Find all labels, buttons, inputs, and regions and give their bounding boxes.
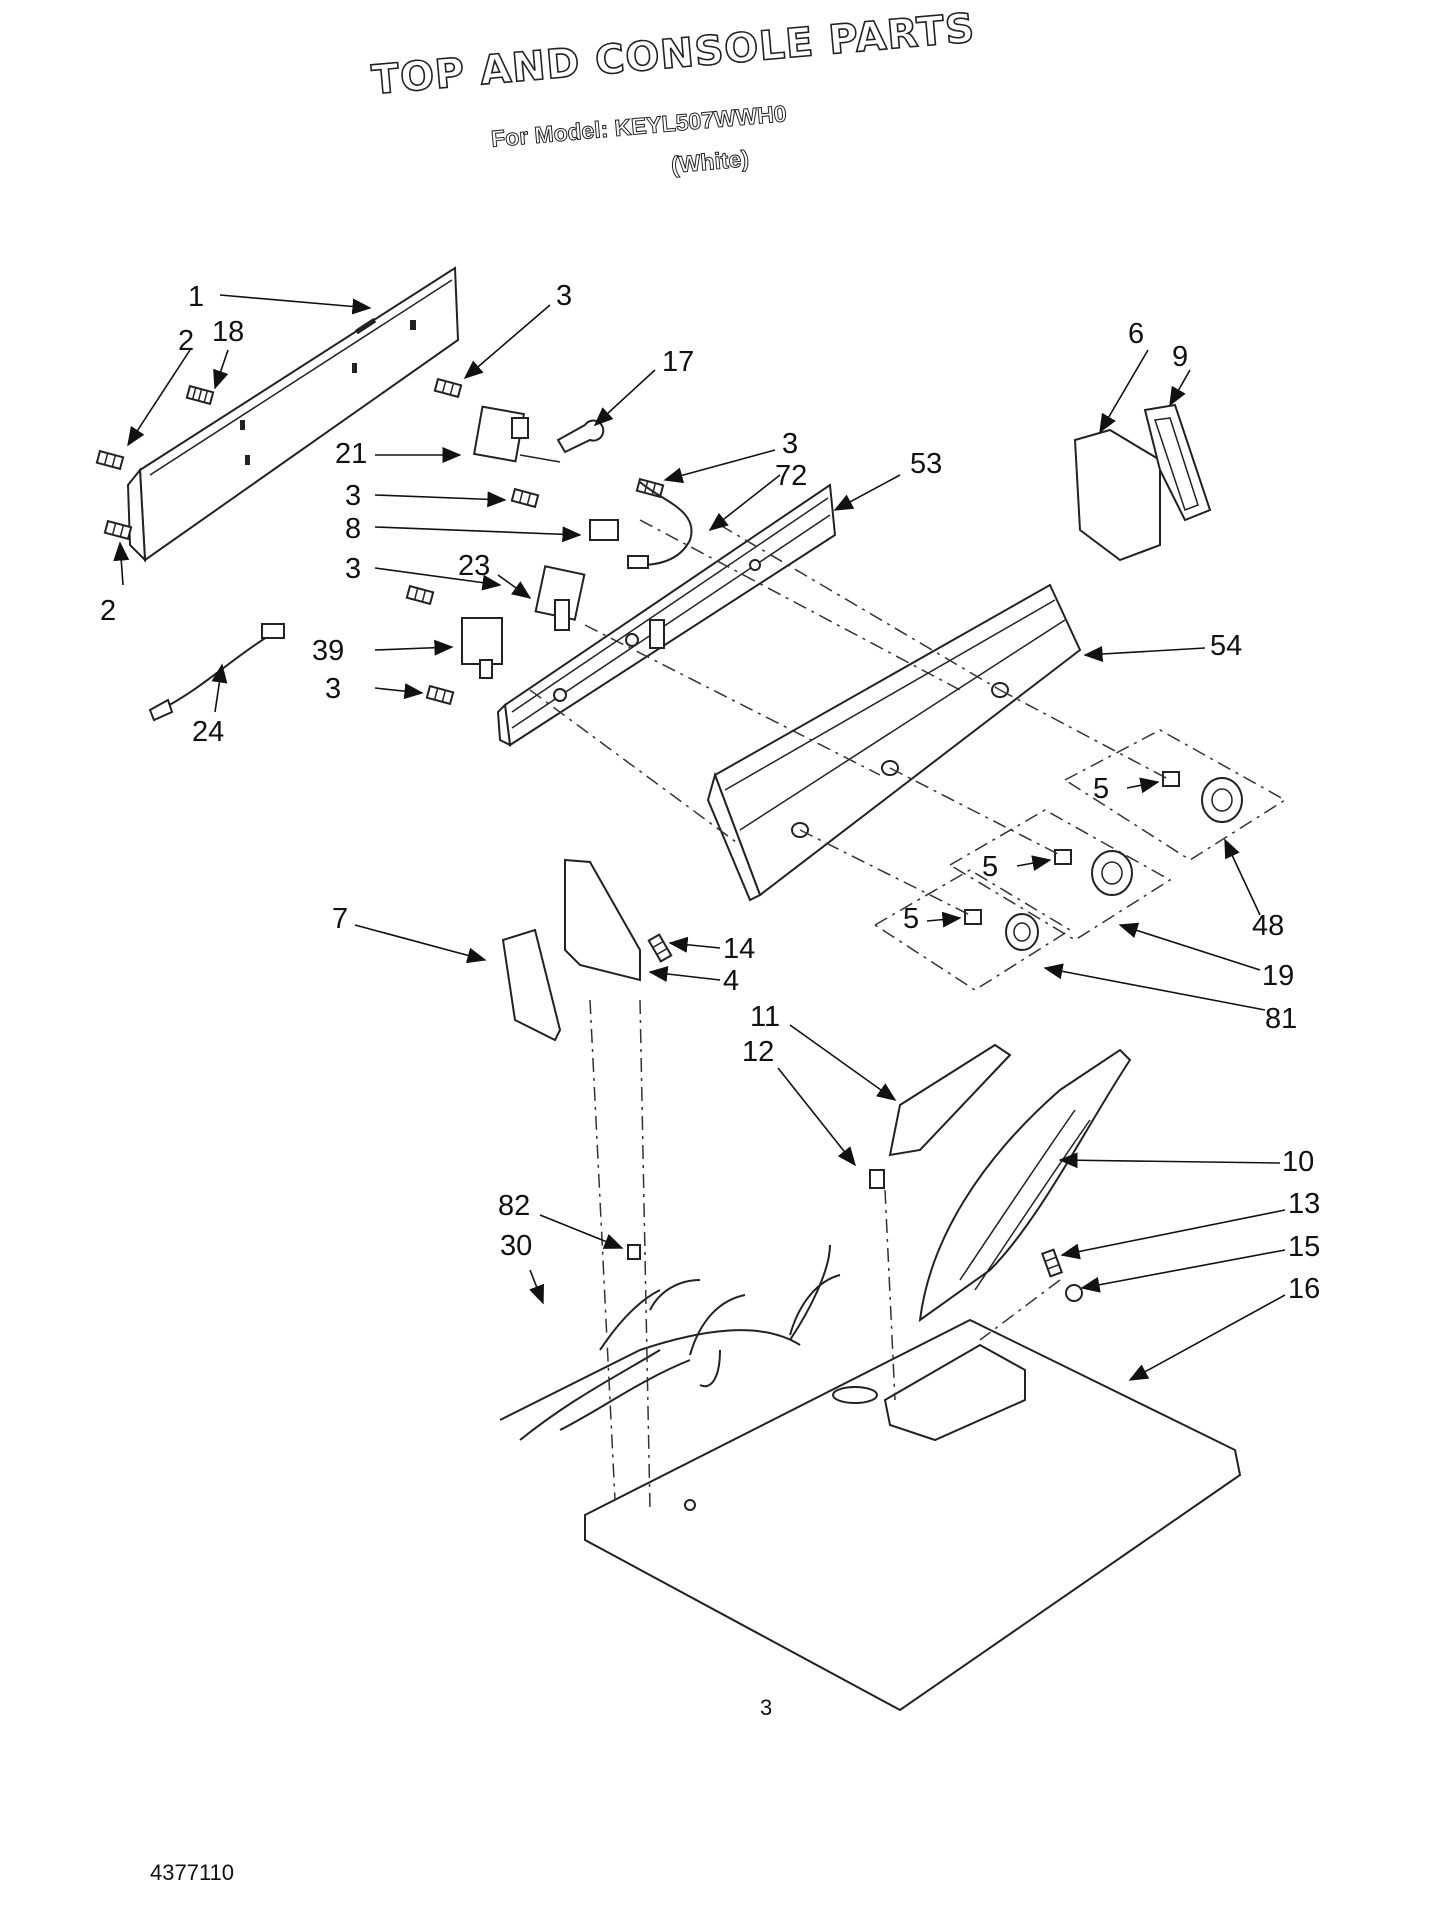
part-label-72: 72 [775, 460, 808, 492]
part-label-4: 4 [723, 965, 740, 997]
part-label-11: 11 [750, 1001, 781, 1033]
wire-harness [499, 1244, 841, 1441]
part-label-30: 30 [500, 1230, 533, 1262]
part-label-2: 2 [178, 325, 195, 357]
part-label-14: 14 [723, 933, 756, 965]
part-label-23: 23 [458, 550, 491, 582]
part-label-3: 3 [325, 673, 342, 705]
door-components [1073, 403, 1212, 562]
part-label-5: 5 [982, 851, 999, 883]
part-label-53: 53 [910, 448, 943, 480]
part-label-18: 18 [212, 316, 245, 348]
part-label-1: 1 [188, 281, 205, 313]
part-label-81: 81 [1265, 1003, 1298, 1035]
part-label-6: 6 [1128, 318, 1145, 350]
part-label-10: 10 [1282, 1146, 1315, 1178]
lint-filter-parts [869, 1043, 1132, 1323]
part-label-9: 9 [1172, 341, 1189, 373]
knob-kit-boxes [873, 729, 1287, 991]
document-number: 4377110 [150, 1860, 235, 1885]
knobs [964, 771, 1243, 951]
ground-wire [148, 623, 285, 722]
control-panel [706, 583, 1082, 902]
part-label-17: 17 [662, 346, 695, 378]
console-rear-panel [126, 266, 460, 563]
part-label-15: 15 [1288, 1231, 1321, 1263]
part-label-13: 13 [1288, 1188, 1321, 1220]
part-label-39: 39 [312, 635, 345, 667]
part-label-54: 54 [1210, 630, 1243, 662]
page-number: 3 [760, 1695, 773, 1720]
leader-lines [113, 294, 1286, 1381]
part-label-21: 21 [335, 438, 368, 470]
alignment-guides [529, 519, 1171, 1511]
part-label-5: 5 [1093, 773, 1110, 805]
part-label-8: 8 [345, 513, 362, 545]
part-label-7: 7 [332, 903, 349, 935]
part-label-24: 24 [192, 716, 225, 748]
end-caps [501, 858, 641, 1042]
part-label-82: 82 [498, 1190, 531, 1222]
part-label-2: 2 [100, 595, 117, 627]
part-label-3: 3 [556, 280, 573, 312]
part-label-3: 3 [345, 480, 362, 512]
screws [95, 377, 1083, 1302]
part-label-3: 3 [345, 553, 362, 585]
console-bracket [496, 483, 837, 747]
control-components [461, 405, 693, 679]
part-label-12: 12 [742, 1036, 775, 1068]
part-label-19: 19 [1262, 960, 1295, 992]
part-label-5: 5 [903, 903, 920, 935]
part-label-16: 16 [1288, 1273, 1321, 1305]
part-label-3: 3 [782, 428, 799, 460]
part-label-48: 48 [1252, 910, 1285, 942]
top-panel [584, 1318, 1242, 1712]
